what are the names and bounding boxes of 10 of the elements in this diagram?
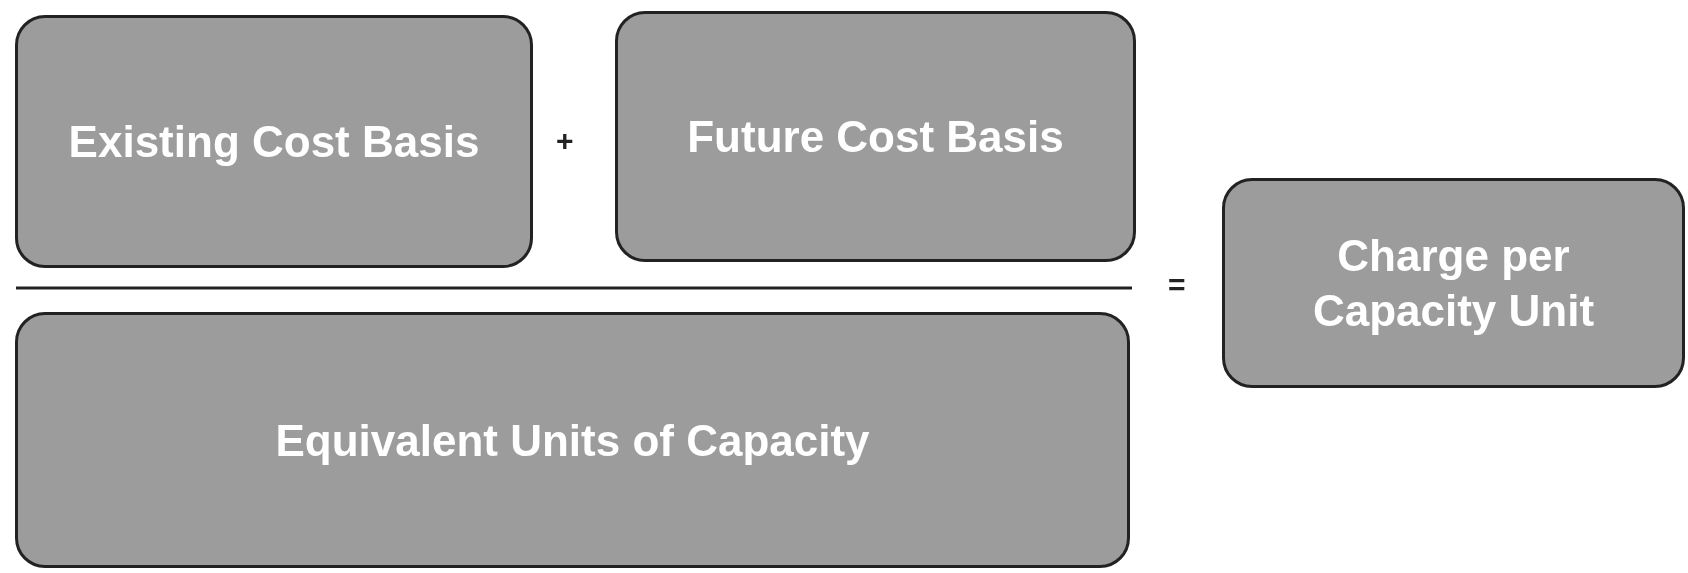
term-text: Equivalent Units of Capacity: [274, 414, 871, 467]
operator-sign: =: [1168, 268, 1186, 302]
operator-sign: +: [556, 124, 574, 158]
term-box: [1222, 178, 1685, 388]
term-box: [15, 312, 1130, 568]
term-text: Charge per Capacity Unit: [1311, 230, 1596, 337]
term-text: Existing Cost Basis: [67, 116, 481, 168]
term-box: [15, 15, 533, 268]
term-text: Future Cost Basis: [686, 111, 1065, 163]
term-box: [615, 11, 1136, 262]
